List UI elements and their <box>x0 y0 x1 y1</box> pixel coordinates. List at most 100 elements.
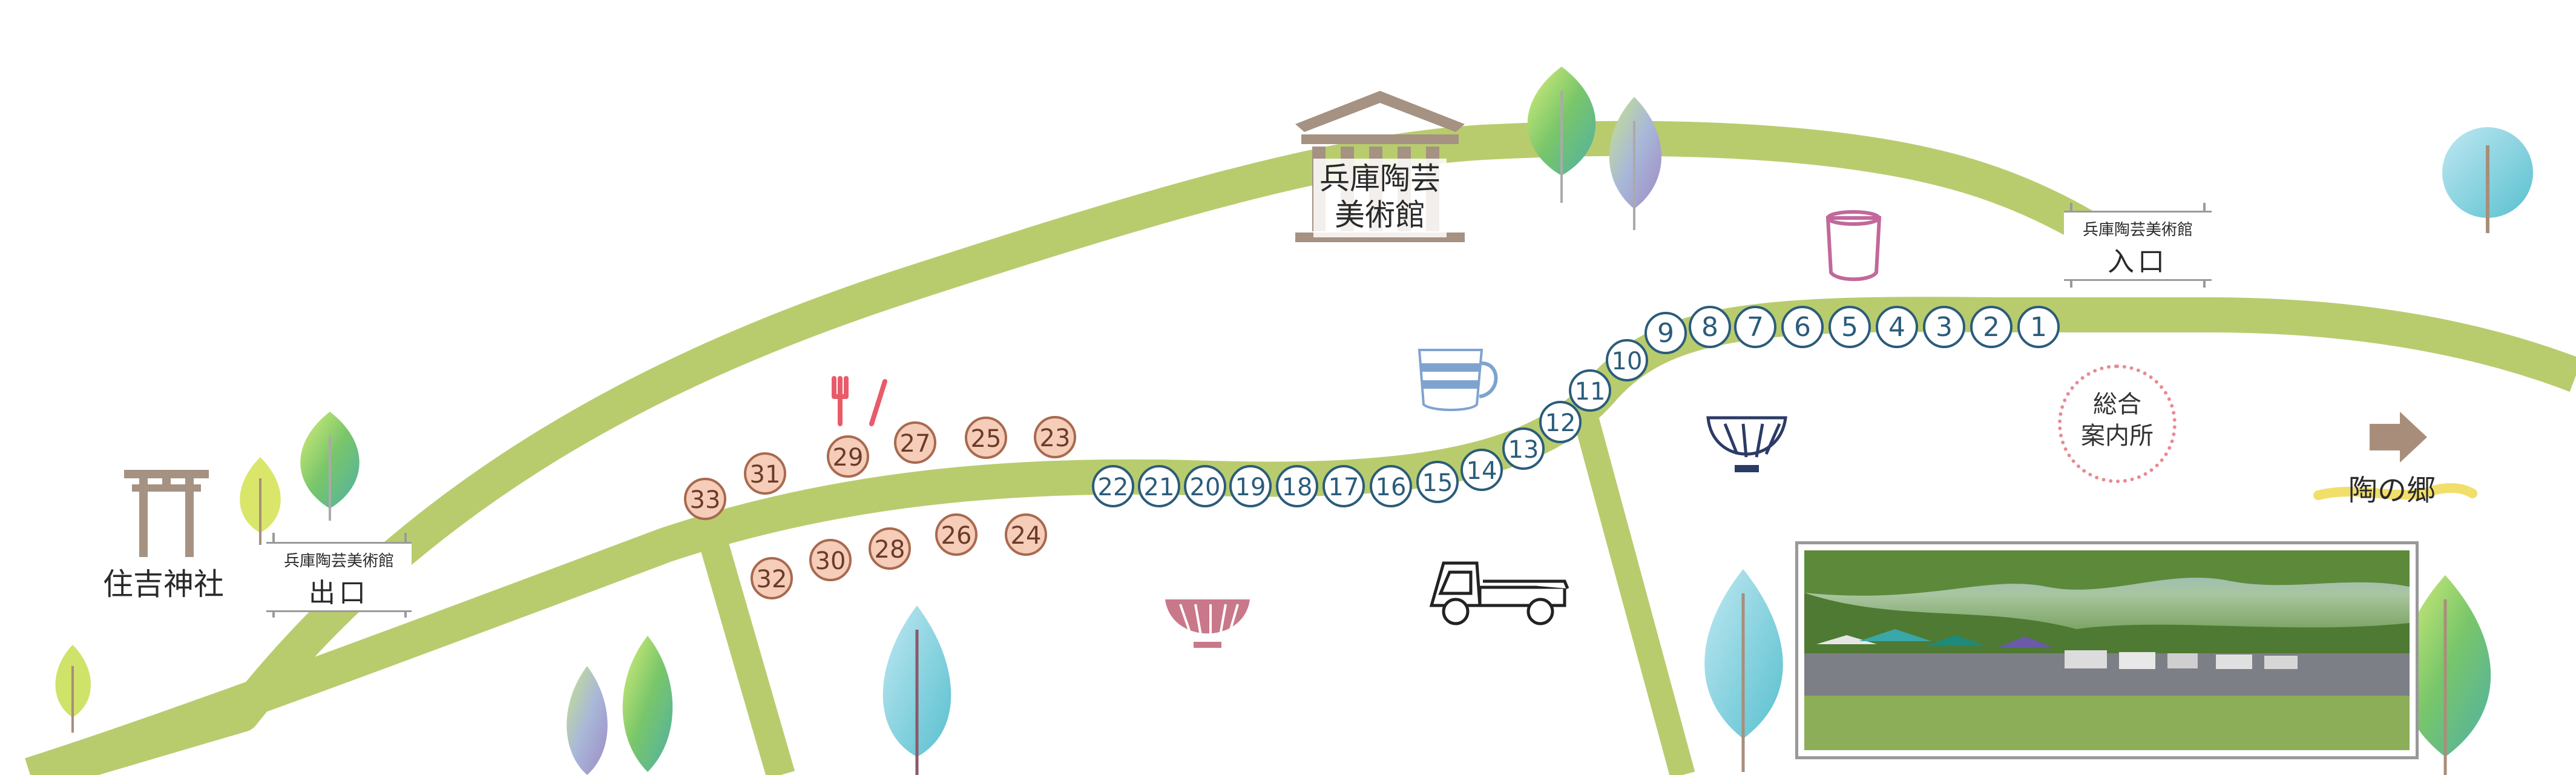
booth-marker-29[interactable]: 29 <box>827 435 869 478</box>
booth-number: 12 <box>1545 409 1576 437</box>
fork-knife-icon <box>832 376 887 426</box>
tree-icon <box>1704 569 1783 772</box>
booth-circle <box>751 557 793 599</box>
rice-bowl-icon <box>1706 416 1787 472</box>
tounosato-underline <box>2313 483 2477 500</box>
tree-icon <box>622 636 673 772</box>
tree-icon <box>2442 127 2533 233</box>
booth-marker-15[interactable]: 15 <box>1416 461 1459 503</box>
booth-number: 23 <box>1040 424 1071 452</box>
booth-marker-22[interactable]: 22 <box>1092 465 1134 507</box>
booth-circle <box>1539 401 1582 443</box>
booth-circle <box>1229 465 1272 507</box>
booth-marker-14[interactable]: 14 <box>1460 449 1503 491</box>
booth-number: 14 <box>1467 457 1497 485</box>
exit-sign-small: 兵庫陶芸美術館 <box>283 552 394 570</box>
booth-number: 19 <box>1235 473 1266 501</box>
booth-circle <box>1138 465 1180 507</box>
torii-gate-icon[interactable] <box>124 470 209 557</box>
info-center-line1: 総合 <box>2093 391 2141 418</box>
booth-circle <box>744 452 786 495</box>
booth-marker-25[interactable]: 25 <box>965 417 1007 459</box>
booth-number: 8 <box>1701 312 1718 343</box>
booth-marker-4[interactable]: 4 <box>1876 306 1918 348</box>
booth-circle <box>1502 427 1545 470</box>
booth-circle <box>1923 306 1965 348</box>
booth-circle <box>1689 306 1731 348</box>
booth-marker-30[interactable]: 30 <box>809 539 852 581</box>
booth-number: 5 <box>1841 312 1858 343</box>
booth-marker-17[interactable]: 17 <box>1322 465 1365 507</box>
booth-marker-28[interactable]: 28 <box>869 527 911 570</box>
booth-marker-20[interactable]: 20 <box>1184 465 1226 507</box>
booth-number: 21 <box>1144 473 1175 501</box>
booth-marker-27[interactable]: 27 <box>894 421 936 464</box>
booth-circle <box>1460 449 1503 491</box>
striped-mug-icon <box>1418 349 1498 411</box>
tree-icon <box>882 605 951 775</box>
booth-circle <box>1184 465 1226 507</box>
booth-number: 17 <box>1329 473 1359 501</box>
booth-number: 33 <box>690 486 721 514</box>
booth-marker-23[interactable]: 23 <box>1034 416 1076 458</box>
museum-label-line2: 美術館 <box>1335 197 1425 232</box>
booth-number: 25 <box>971 425 1002 453</box>
booth-marker-11[interactable]: 11 <box>1569 369 1611 412</box>
tree-icon <box>1527 67 1596 203</box>
booth-circle <box>1644 312 1687 354</box>
booth-number: 3 <box>1936 312 1953 343</box>
booth-marker-5[interactable]: 5 <box>1828 306 1871 348</box>
booth-circle <box>1276 465 1318 507</box>
booth-marker-1[interactable]: 1 <box>2017 306 2060 348</box>
booth-marker-12[interactable]: 12 <box>1539 401 1582 443</box>
booth-marker-31[interactable]: 31 <box>744 452 786 495</box>
booth-circle <box>1876 306 1918 348</box>
booth-marker-24[interactable]: 24 <box>1005 513 1047 556</box>
booth-circle <box>1734 306 1776 348</box>
exit-sign: 兵庫陶芸美術館 出口 <box>266 542 412 612</box>
road-lower <box>25 297 2576 775</box>
booth-number: 27 <box>900 430 931 458</box>
booth-marker-6[interactable]: 6 <box>1781 306 1824 348</box>
event-photo-scene <box>1804 550 2410 750</box>
booth-circle <box>827 435 869 478</box>
booth-marker-2[interactable]: 2 <box>1970 306 2012 348</box>
booth-number: 24 <box>1011 522 1042 550</box>
booth-marker-32[interactable]: 32 <box>751 557 793 599</box>
booth-number: 11 <box>1575 378 1606 406</box>
booth-marker-10[interactable]: 10 <box>1606 339 1648 381</box>
booth-number: 9 <box>1657 318 1674 349</box>
booth-marker-18[interactable]: 18 <box>1276 465 1318 507</box>
booth-marker-16[interactable]: 16 <box>1370 465 1412 507</box>
booth-circle <box>1034 416 1076 458</box>
entrance-sign-small: 兵庫陶芸美術館 <box>2082 221 2193 239</box>
booth-marker-33[interactable]: 33 <box>684 478 726 520</box>
booth-number: 10 <box>1612 348 1643 375</box>
booth-marker-13[interactable]: 13 <box>1502 427 1545 470</box>
info-center-badge[interactable]: 総合 案内所 <box>2058 364 2177 483</box>
museum-label-line1: 兵庫陶芸 <box>1319 161 1441 196</box>
booth-marker-21[interactable]: 21 <box>1138 465 1180 507</box>
arrow-right-icon[interactable] <box>2370 412 2427 463</box>
booth-marker-3[interactable]: 3 <box>1923 306 1965 348</box>
booth-number: 15 <box>1422 469 1453 497</box>
exit-sign-big: 出口 <box>309 578 369 608</box>
tounosato-label[interactable]: 陶の郷 <box>2348 473 2436 507</box>
booth-marker-9[interactable]: 9 <box>1644 312 1687 354</box>
booth-number: 1 <box>2030 312 2047 343</box>
booth-number: 20 <box>1190 473 1221 501</box>
shrine-label: 住吉神社 <box>103 567 224 602</box>
booth-number: 22 <box>1098 473 1129 501</box>
booth-number: 16 <box>1376 473 1407 501</box>
booth-marker-7[interactable]: 7 <box>1734 306 1776 348</box>
booth-marker-8[interactable]: 8 <box>1689 306 1731 348</box>
tree-icon <box>55 645 91 733</box>
booth-circle <box>869 527 911 570</box>
booth-marker-19[interactable]: 19 <box>1229 465 1272 507</box>
tree-icon <box>2400 575 2491 775</box>
booth-circle <box>1828 306 1871 348</box>
booth-circle <box>894 421 936 464</box>
booth-marker-26[interactable]: 26 <box>935 513 978 556</box>
booth-circle <box>684 478 726 520</box>
